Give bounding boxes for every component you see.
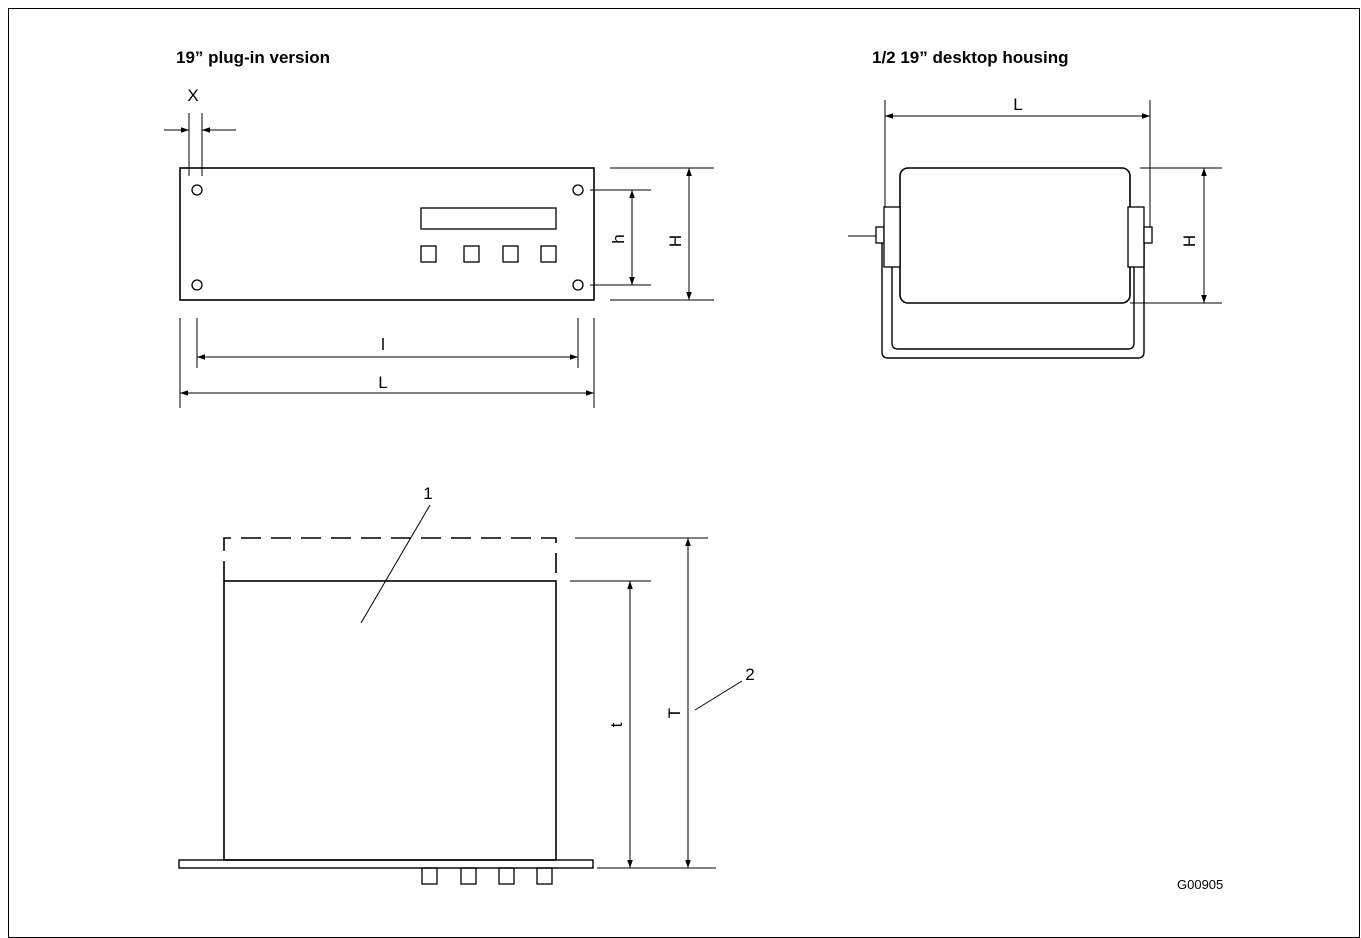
dimension-l-L-front [179, 318, 595, 408]
dimension-h-label: h [609, 234, 628, 243]
stand-bracket-inner [891, 267, 1135, 350]
callout-2 [694, 680, 743, 711]
dimension-x [164, 113, 236, 176]
desktop-case [899, 167, 1131, 304]
desktop-housing-title: 1/2 19” desktop housing [872, 48, 1069, 67]
dimension-t [570, 580, 651, 868]
dimension-T-label: T [665, 708, 684, 718]
housing-body [223, 580, 557, 861]
right-knob [1143, 226, 1153, 244]
mounting-hole-bottom-left [191, 279, 203, 291]
dimension-H-front [610, 167, 714, 301]
front-key-1 [420, 245, 437, 263]
side-key-4 [536, 867, 553, 885]
side-key-2 [460, 867, 477, 885]
dimension-l-label: l [381, 335, 385, 354]
stand-bracket-outer [881, 237, 1145, 359]
side-view [178, 537, 594, 885]
front-key-3 [502, 245, 519, 263]
left-knob [875, 226, 885, 244]
mounting-hole-top-right [572, 184, 584, 196]
drawing-code: G00905 [1177, 877, 1223, 892]
mounting-hole-bottom-right [572, 279, 584, 291]
mounting-hole-top-left [191, 184, 203, 196]
callout-1-label: 1 [423, 484, 432, 503]
dimension-L-desktop [848, 100, 1151, 237]
right-hinge-plate [1127, 206, 1145, 268]
dimension-L-front-label: L [378, 373, 387, 392]
side-key-3 [498, 867, 515, 885]
plugin-front-view [179, 167, 595, 301]
display-window [420, 207, 557, 230]
plugin-version-title: 19” plug-in version [176, 48, 330, 67]
front-key-2 [463, 245, 480, 263]
dimension-H-front-label: H [666, 235, 685, 247]
front-panel [179, 167, 595, 301]
side-key-1 [421, 867, 438, 885]
dimension-T [575, 537, 716, 869]
left-hinge-plate [883, 206, 901, 268]
dimension-L-desktop-label: L [1013, 95, 1022, 114]
dimension-t-label: t [607, 722, 626, 727]
dimension-H-desktop [1130, 167, 1222, 304]
optional-extension-dashed [223, 537, 557, 581]
front-key-4 [540, 245, 557, 263]
dimension-H-desktop-label: H [1180, 235, 1199, 247]
dimension-x-label: X [187, 86, 198, 105]
desktop-housing-view [875, 167, 1153, 359]
front-plate-side [178, 859, 594, 869]
callout-2-label: 2 [745, 665, 754, 684]
dimension-h [590, 189, 651, 286]
callout-1 [360, 504, 431, 624]
